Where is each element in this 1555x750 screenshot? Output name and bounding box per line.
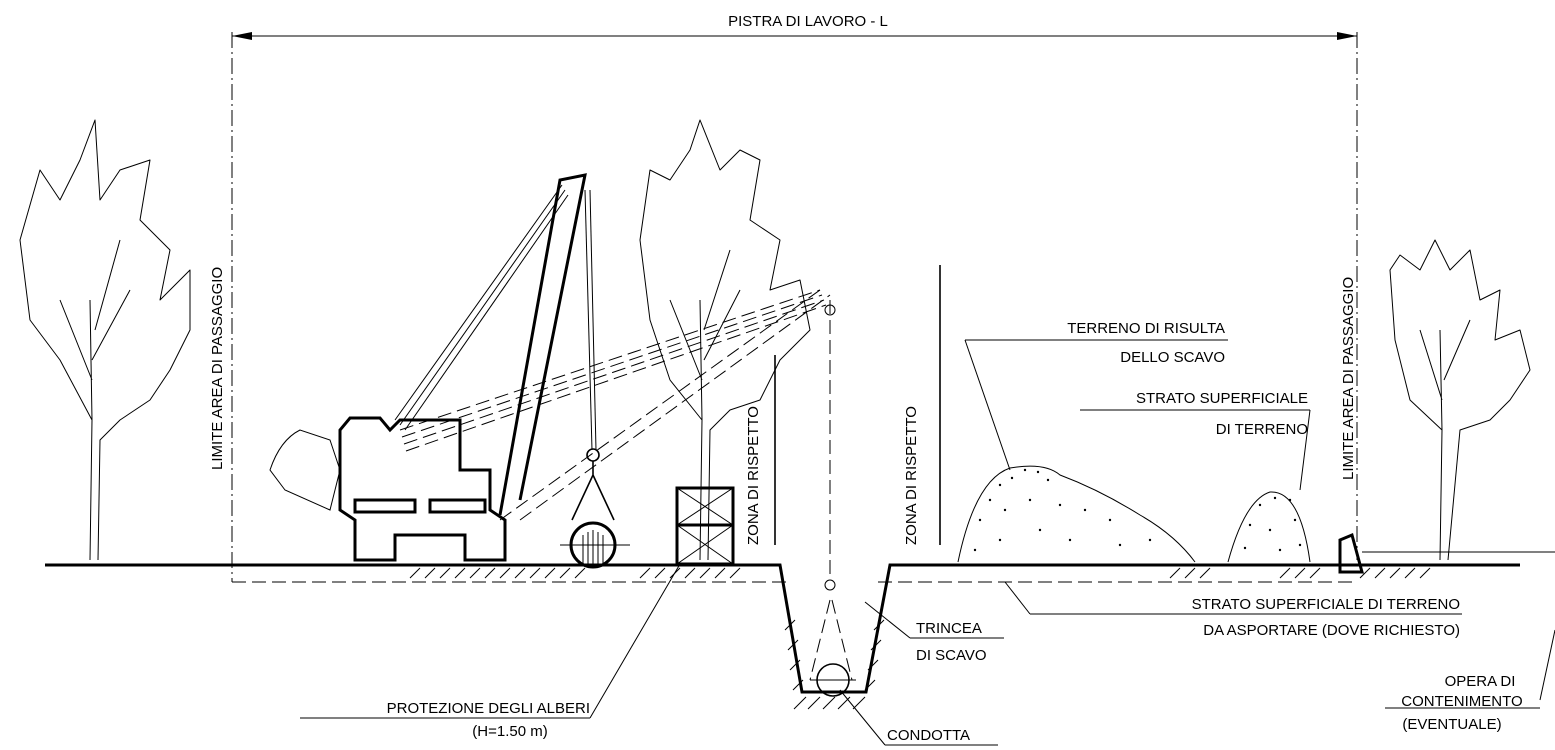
tree-protection-label-2: (H=1.50 m) <box>472 723 547 740</box>
pipeline-callout: CONDOTTA <box>839 689 998 746</box>
respect-zone-right-label: ZONA DI RISPETTO <box>903 406 920 545</box>
work-strip-dimension: PISTRA DI LAVORO - L <box>232 13 1357 40</box>
trench-callout: TRINCEA DI SCAVO <box>864 601 1004 664</box>
tree-center <box>639 119 811 561</box>
retaining-label-3: (EVENTUALE) <box>1402 716 1501 733</box>
respect-zone-left-label: ZONA DI RISPETTO <box>745 406 762 545</box>
topsoil-callout: STRATO SUPERFICIALE DI TERRENO <box>1080 390 1311 491</box>
spoil-label-2: DELLO SCAVO <box>1120 349 1225 366</box>
topsoil-label-2: DI TERRENO <box>1216 421 1308 438</box>
strip-label-2: DA ASPORTARE (DOVE RICHIESTO) <box>1203 622 1460 639</box>
ground-profile <box>45 563 1520 710</box>
tree-right <box>1389 239 1531 561</box>
tree-protection-label-1: PROTEZIONE DEGLI ALBERI <box>387 700 590 717</box>
limit-left-label: LIMITE AREA DI PASSAGGIO <box>209 267 226 470</box>
trench-label-1: TRINCEA <box>916 620 982 637</box>
retaining-callout: OPERA DI CONTENIMENTO (EVENTUALE) <box>1362 551 1555 733</box>
strip-callout: STRATO SUPERFICIALE DI TERRENO DA ASPORT… <box>1004 581 1462 639</box>
retaining-label-2: CONTENIMENTO <box>1401 693 1522 710</box>
spoil-label-1: TERRENO DI RISULTA <box>1067 320 1225 337</box>
retaining-wall <box>1338 532 1364 574</box>
retaining-label-1: OPERA DI <box>1445 673 1516 690</box>
topsoil-label-1: STRATO SUPERFICIALE <box>1136 390 1308 407</box>
spoil-callout: TERRENO DI RISULTA DELLO SCAVO <box>964 320 1228 471</box>
spoil-heap <box>957 465 1311 563</box>
pipeline-label: CONDOTTA <box>887 727 970 744</box>
work-strip-title: PISTRA DI LAVORO - L <box>728 13 888 30</box>
strip-label-1: STRATO SUPERFICIALE DI TERRENO <box>1192 596 1460 613</box>
tree-protection-callout: PROTEZIONE DEGLI ALBERI (H=1.50 m) <box>300 563 681 740</box>
tree-protection-crate <box>675 486 735 566</box>
limit-right-label: LIMITE AREA DI PASSAGGIO <box>1340 277 1357 480</box>
trench-label-2: DI SCAVO <box>916 647 987 664</box>
sideboom-pipelayer <box>269 173 856 697</box>
tree-left <box>19 119 191 561</box>
